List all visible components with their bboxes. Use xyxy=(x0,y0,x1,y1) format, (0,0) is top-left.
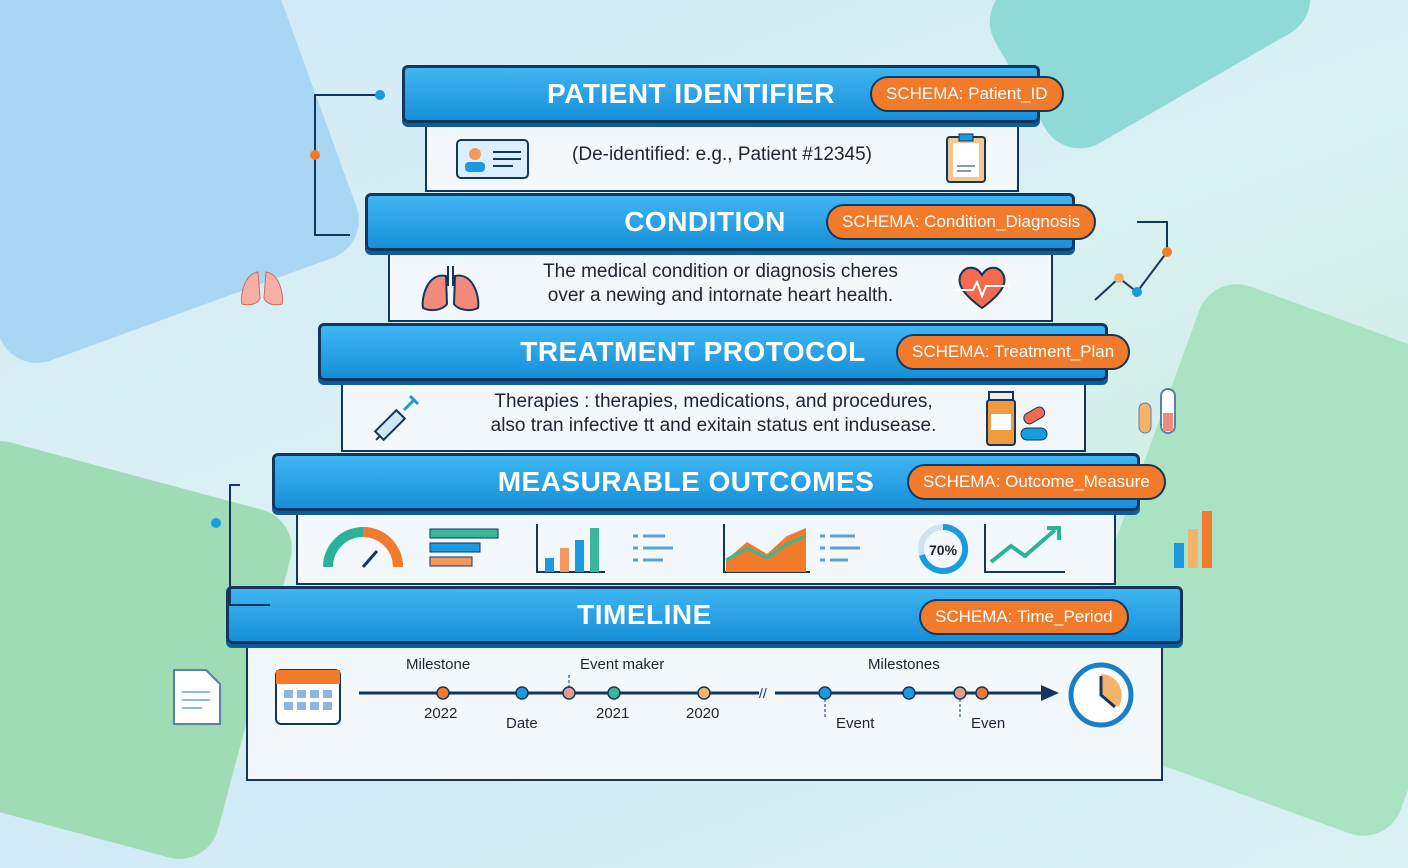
clipboard-icon xyxy=(946,133,986,183)
layer-header-outcomes: MEASURABLE OUTCOMES SCHEMA: Outcome_Meas… xyxy=(272,453,1166,511)
svg-text://: // xyxy=(759,685,767,701)
timeline-label: Milestones xyxy=(868,656,940,673)
desc-line: Therapies : therapies, medications, and … xyxy=(494,391,933,412)
heart-pulse-icon xyxy=(955,266,1010,310)
bar-chart-icon xyxy=(536,524,673,573)
schema-badge: SCHEMA: Condition_Diagnosis xyxy=(826,204,1097,240)
id-card-icon xyxy=(456,139,529,179)
layer-header-treatment: TREATMENT PROTOCOL SCHEMA: Treatment_Pla… xyxy=(318,323,1131,381)
donut-chart-icon xyxy=(918,523,969,574)
layer-body-timeline xyxy=(246,641,1163,781)
layer-description: (De-identified: e.g., Patient #12345) xyxy=(572,144,872,165)
schema-badge: SCHEMA: Treatment_Plan xyxy=(896,334,1131,370)
document-icon xyxy=(173,669,221,725)
clock-icon xyxy=(1068,662,1134,728)
layer-title: CONDITION xyxy=(624,206,786,237)
layer-header-patient-id: PATIENT IDENTIFIER SCHEMA: Patient_ID xyxy=(402,65,1064,123)
layer-title: PATIENT IDENTIFIER xyxy=(547,78,835,109)
layer-title: TREATMENT PROTOCOL xyxy=(520,336,866,367)
timeline-label: 2021 xyxy=(596,705,630,722)
layer-header-timeline: TIMELINE SCHEMA: Time_Period xyxy=(226,586,1183,644)
test-tubes-icon xyxy=(1138,388,1176,434)
layer-header-condition: CONDITION SCHEMA: Condition_Diagnosis xyxy=(365,193,1097,251)
bar-chart-icon xyxy=(429,528,499,567)
syringe-icon xyxy=(373,394,420,442)
medicine-bottle-icon xyxy=(986,391,1048,446)
timeline-label: Event xyxy=(836,715,875,732)
timeline-label: Milestone xyxy=(406,656,471,673)
desc-line: The medical condition or diagnosis chere… xyxy=(543,261,898,282)
calendar-icon xyxy=(275,669,341,725)
donut-percent: 70% xyxy=(929,542,958,558)
layer-title: TIMELINE xyxy=(577,599,712,630)
line-graph-icon xyxy=(1094,221,1172,301)
bar-chart-icon xyxy=(1174,511,1212,568)
desc-line: over a newing and intornate heart health… xyxy=(547,285,894,306)
timeline-label: Date xyxy=(506,715,538,732)
layer-title: MEASURABLE OUTCOMES xyxy=(497,466,875,497)
connector-lines xyxy=(211,90,385,606)
area-chart-icon xyxy=(723,524,860,573)
desc-line: also tran infective tt and exitain statu… xyxy=(490,415,937,436)
trend-line-icon xyxy=(984,524,1065,573)
layer-description: Therapies : therapies, medications, and … xyxy=(491,390,937,438)
timeline-axis: // xyxy=(359,675,1059,719)
layer-description: The medical condition or diagnosis chere… xyxy=(543,260,898,308)
lungs-icon xyxy=(421,266,480,312)
timeline-label: 2022 xyxy=(424,705,458,722)
schema-badge: SCHEMA: Outcome_Measure xyxy=(907,464,1166,500)
timeline-label: 2020 xyxy=(686,705,720,722)
timeline-label: Even xyxy=(971,715,1006,732)
schema-badge: SCHEMA: Time_Period xyxy=(919,599,1129,635)
layer-body-condition: The medical condition or diagnosis chere… xyxy=(388,248,1053,322)
lungs-icon xyxy=(241,271,283,306)
gauge-icon xyxy=(323,527,403,568)
timeline-label: Event maker xyxy=(580,656,665,673)
schema-badge: SCHEMA: Patient_ID xyxy=(870,76,1064,112)
layer-body-treatment: Therapies : therapies, medications, and … xyxy=(341,378,1086,452)
